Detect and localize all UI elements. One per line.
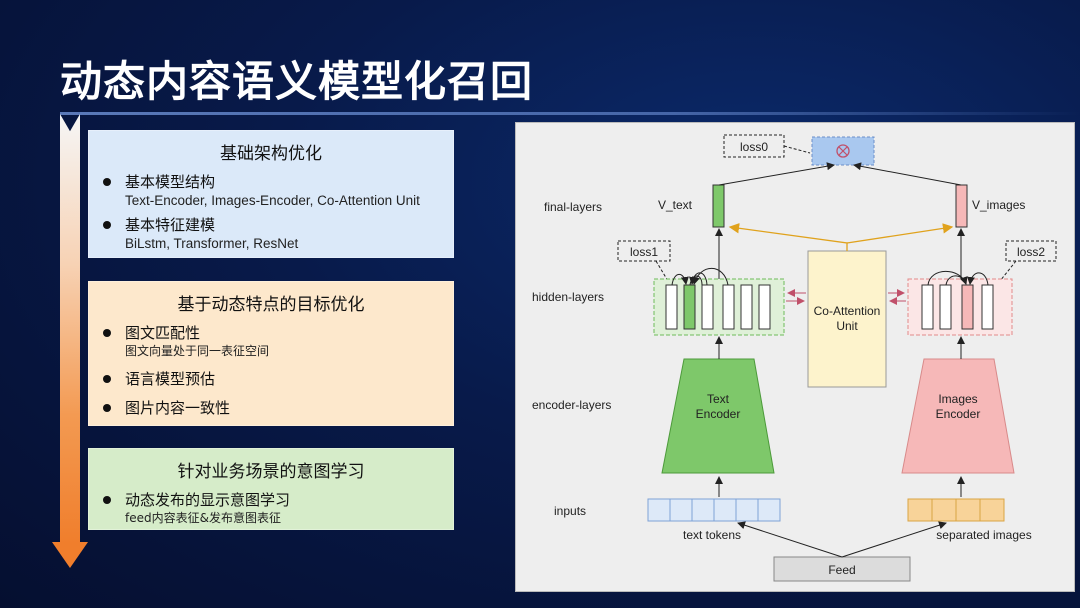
item-main-text: 基本特征建模 xyxy=(125,216,216,234)
item-main-text: 语言模型预估 xyxy=(125,370,216,388)
separated-images-label: separated images xyxy=(936,528,1031,542)
section-heading: 基础架构优化 xyxy=(220,144,322,164)
bullet-icon xyxy=(103,178,111,186)
section-heading: 针对业务场景的意图学习 xyxy=(177,462,365,482)
section-intent: 针对业务场景的意图学习 动态发布的显示意图学习 feed内容表征&发布意图表征 xyxy=(88,448,454,530)
item-main-text: 动态发布的显示意图学习 xyxy=(125,491,291,509)
slide-title: 动态内容语义模型化召回 xyxy=(60,57,534,106)
item-sub-text: feed内容表征&发布意图表征 xyxy=(125,511,281,525)
text-encoder-label-line1: Text xyxy=(707,392,730,406)
label-inputs: inputs xyxy=(554,504,586,518)
label-hidden-layers: hidden-layers xyxy=(532,290,604,304)
label-encoder-layers: encoder-layers xyxy=(532,398,611,412)
bullet-icon xyxy=(103,329,111,337)
loss2-label: loss2 xyxy=(1017,245,1045,259)
bullet-icon xyxy=(103,375,111,383)
bullet-icon xyxy=(103,221,111,229)
text-tokens xyxy=(647,498,781,522)
item-main-text: 图片内容一致性 xyxy=(125,399,231,417)
progress-arrow-head-icon xyxy=(52,542,88,568)
image-tokens xyxy=(907,498,1005,522)
list-item: 基本特征建模 BiLstm, Transformer, ResNet xyxy=(89,215,453,252)
section-objective: 基于动态特点的目标优化 图文匹配性 图文向量处于同一表征空间 语言模型预估 图片… xyxy=(88,281,454,426)
progress-arrow-shaft xyxy=(60,114,80,544)
list-item: 图片内容一致性 xyxy=(89,398,453,418)
loss1-label: loss1 xyxy=(630,245,658,259)
title-underline xyxy=(60,112,1080,115)
item-sub-text: 图文向量处于同一表征空间 xyxy=(125,344,270,358)
co-attention-label-line1: Co-Attention xyxy=(814,304,881,318)
text-encoder-label-line2: Encoder xyxy=(696,407,741,421)
list-item: 语言模型预估 xyxy=(89,369,453,389)
item-sub-text: BiLstm, Transformer, ResNet xyxy=(125,236,299,251)
loss2-box xyxy=(1005,240,1057,262)
item-main-text: 基本模型结构 xyxy=(125,173,216,191)
section-architecture: 基础架构优化 基本模型结构 Text-Encoder, Images-Encod… xyxy=(88,130,454,258)
images-encoder-label-line1: Images xyxy=(938,392,977,406)
text-encoder xyxy=(661,358,775,474)
co-attention-unit xyxy=(807,250,887,388)
v-text-label: V_text xyxy=(658,198,693,212)
loss0-label: loss0 xyxy=(740,140,768,154)
co-attention-label-line2: Unit xyxy=(836,319,858,333)
images-encoder-label-line2: Encoder xyxy=(936,407,981,421)
label-final-layers: final-layers xyxy=(544,200,602,214)
v-text-vector xyxy=(712,184,725,228)
diagram-svg: final-layers hidden-layers encoder-layer… xyxy=(532,134,1057,582)
loss1-box xyxy=(617,240,671,262)
bullet-icon xyxy=(103,404,111,412)
v-images-vector xyxy=(955,184,968,228)
item-main-text: 图文匹配性 xyxy=(125,324,201,342)
images-encoder xyxy=(901,358,1015,474)
section-heading: 基于动态特点的目标优化 xyxy=(177,295,365,315)
bullet-icon xyxy=(103,496,111,504)
list-item: 基本模型结构 Text-Encoder, Images-Encoder, Co-… xyxy=(89,172,453,209)
list-item: 图文匹配性 图文向量处于同一表征空间 xyxy=(89,323,453,360)
similarity-node xyxy=(811,136,875,166)
feed-box xyxy=(773,556,911,582)
multiply-icon xyxy=(836,144,850,158)
v-images-label: V_images xyxy=(972,198,1025,212)
loss0-connector xyxy=(783,145,811,154)
list-item: 动态发布的显示意图学习 feed内容表征&发布意图表征 xyxy=(89,490,453,527)
item-sub-text: Text-Encoder, Images-Encoder, Co-Attenti… xyxy=(125,193,420,208)
architecture-diagram: final-layers hidden-layers encoder-layer… xyxy=(515,122,1075,592)
text-tokens-label: text tokens xyxy=(683,528,741,542)
feed-label: Feed xyxy=(828,563,855,577)
